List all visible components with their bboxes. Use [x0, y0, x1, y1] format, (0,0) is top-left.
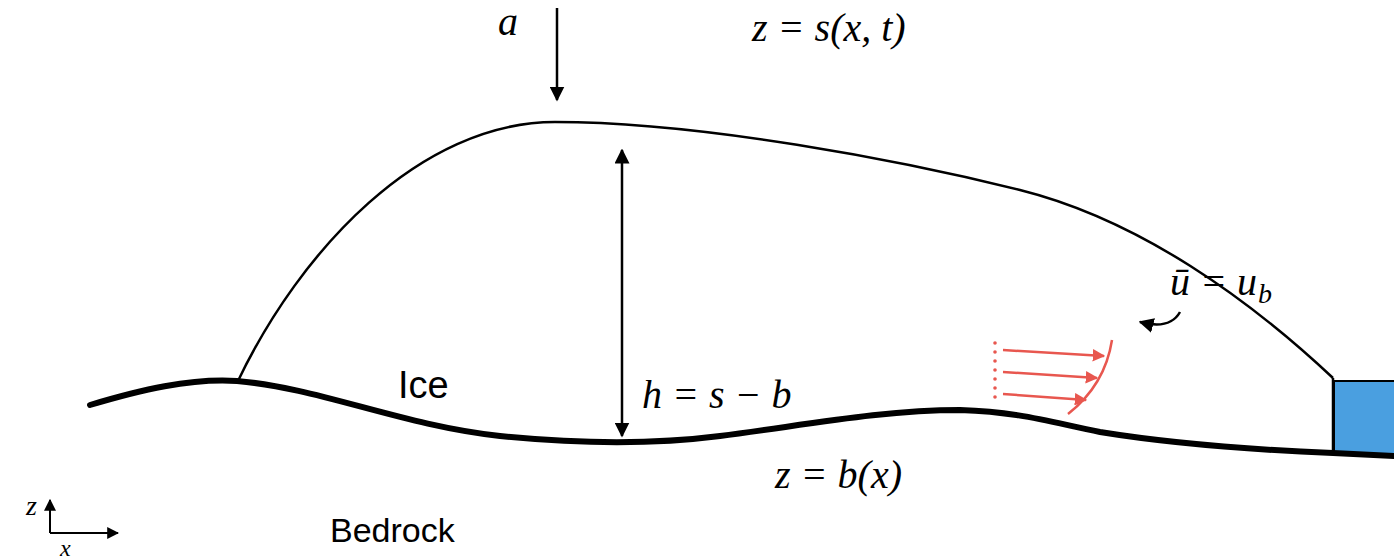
- z-axis: [49, 500, 51, 533]
- ice-label: Ice: [398, 366, 449, 404]
- ice-front: [1332, 378, 1335, 453]
- velocity-profile: [993, 340, 1112, 414]
- accumulation-arrow: [556, 8, 559, 100]
- bedrock-label: Bedrock: [330, 513, 455, 547]
- thickness-arrow: [621, 150, 624, 436]
- thickness-label: h = s − b: [642, 375, 792, 415]
- accumulation-label: a: [498, 2, 518, 42]
- ice-surface: [237, 122, 1333, 383]
- velocity-subscript: b: [1258, 280, 1272, 308]
- surface-label: z = s(x, t): [752, 8, 906, 48]
- axis-label: x: [60, 536, 71, 560]
- bed-label: z = b(x): [775, 455, 902, 495]
- pointer-arrow: [1140, 312, 1180, 324]
- velocity-label: ū = u: [1170, 262, 1257, 302]
- x-axis: [50, 532, 118, 534]
- axis-label: z: [26, 492, 37, 520]
- ocean-water: [1334, 381, 1394, 454]
